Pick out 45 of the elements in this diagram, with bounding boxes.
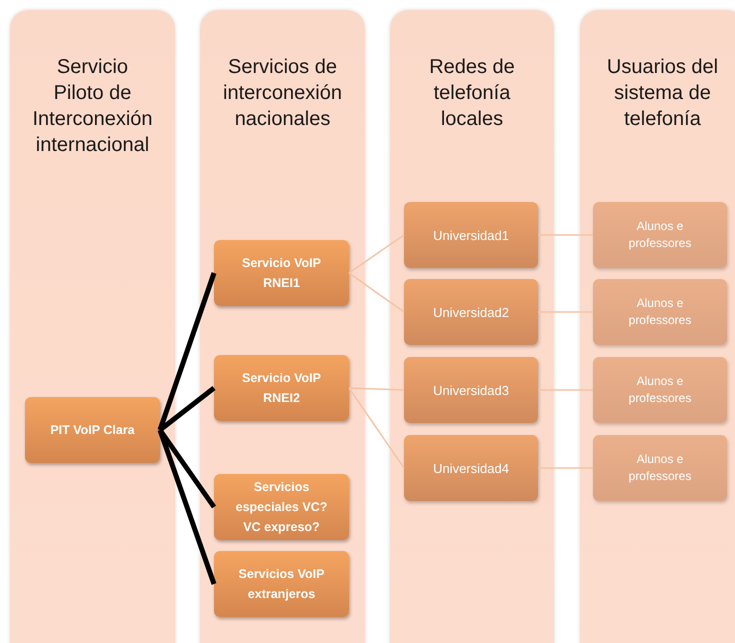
column-heading: Servicio Piloto de Interconexión internacional [31, 55, 154, 158]
column-panel [10, 10, 175, 643]
connector-line [538, 467, 593, 469]
connector-line [348, 387, 404, 391]
user-box [593, 202, 727, 268]
network-box [404, 279, 538, 345]
user-box [593, 279, 727, 345]
connector-line [348, 234, 404, 274]
column-panel [580, 10, 735, 643]
service-box [214, 474, 349, 540]
network-box [404, 357, 538, 423]
connector-line [348, 272, 404, 313]
box-label: PIT VoIP Clara [49, 422, 136, 439]
box-label: Alunos e professores [628, 218, 692, 252]
box-label: Universidad2 [432, 304, 510, 320]
service-box [214, 240, 349, 306]
box-label: Servicios especiales VC? VC expreso? [234, 479, 328, 536]
user-box [593, 435, 727, 501]
box-label: Servicio VoIP RNEI2 [241, 370, 322, 407]
network-box [404, 435, 538, 501]
column-heading: Usuarios del sistema de telefonía [606, 55, 720, 132]
user-box [593, 357, 727, 423]
connector-line [158, 272, 216, 431]
box-label: Universidad3 [432, 382, 510, 398]
service-box [214, 355, 349, 421]
box-label: Alunos e professores [628, 451, 692, 485]
column-panel [390, 10, 554, 643]
column-heading: Servicios de interconexión nacionales [222, 55, 343, 132]
connector-line [538, 311, 593, 313]
column-heading: Redes de telefonía locales [428, 55, 516, 132]
box-label: Servicios VoIP extranjeros [238, 566, 326, 603]
box-label: Alunos e professores [628, 373, 692, 407]
connector-line [158, 429, 216, 585]
service-box [214, 551, 349, 617]
box-label: Universidad4 [432, 460, 510, 476]
service-box [25, 397, 160, 463]
connector-line [158, 386, 216, 432]
connector-line [348, 388, 405, 468]
network-box [404, 202, 538, 268]
connector-line [538, 234, 593, 236]
column-panel [200, 10, 365, 643]
box-label: Universidad1 [432, 226, 510, 244]
connector-line [538, 389, 593, 391]
box-label: Alunos e professores [628, 295, 692, 329]
box-label: Servicio VoIP RNEI1 [241, 255, 322, 292]
